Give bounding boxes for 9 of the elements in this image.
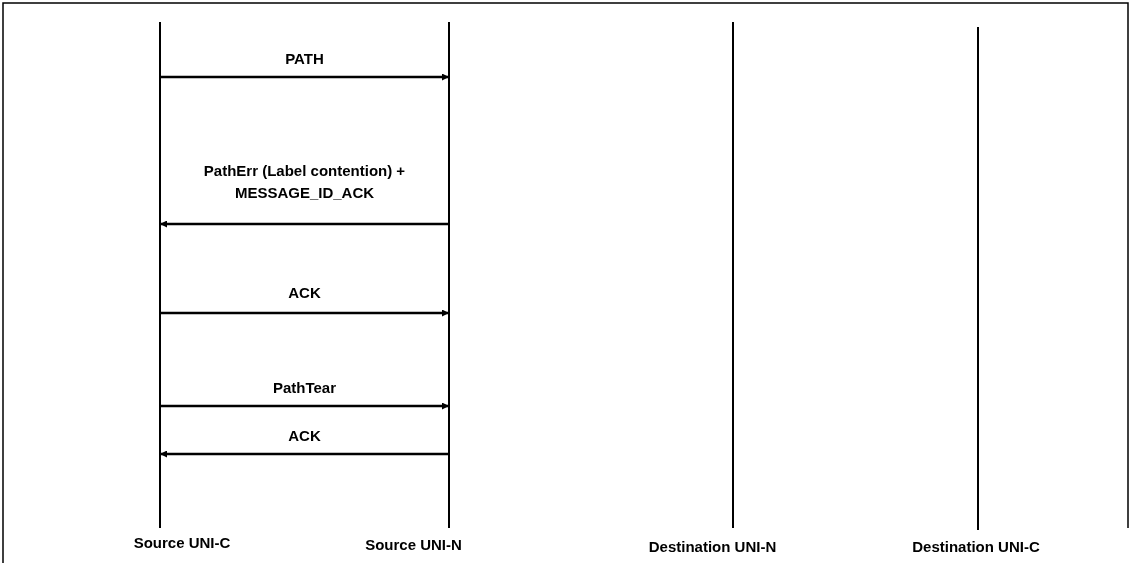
participant-label: Source UNI-C [132, 534, 232, 551]
participant-label: Destination UNI-N [647, 538, 778, 555]
message-arrow [160, 220, 449, 228]
participant-label: Destination UNI-C [911, 538, 1041, 555]
participant-label: Source UNI-N [364, 536, 463, 553]
message-arrow [160, 450, 449, 458]
message-arrow [160, 309, 449, 317]
message-arrow [160, 402, 449, 410]
message-arrow [160, 73, 449, 81]
